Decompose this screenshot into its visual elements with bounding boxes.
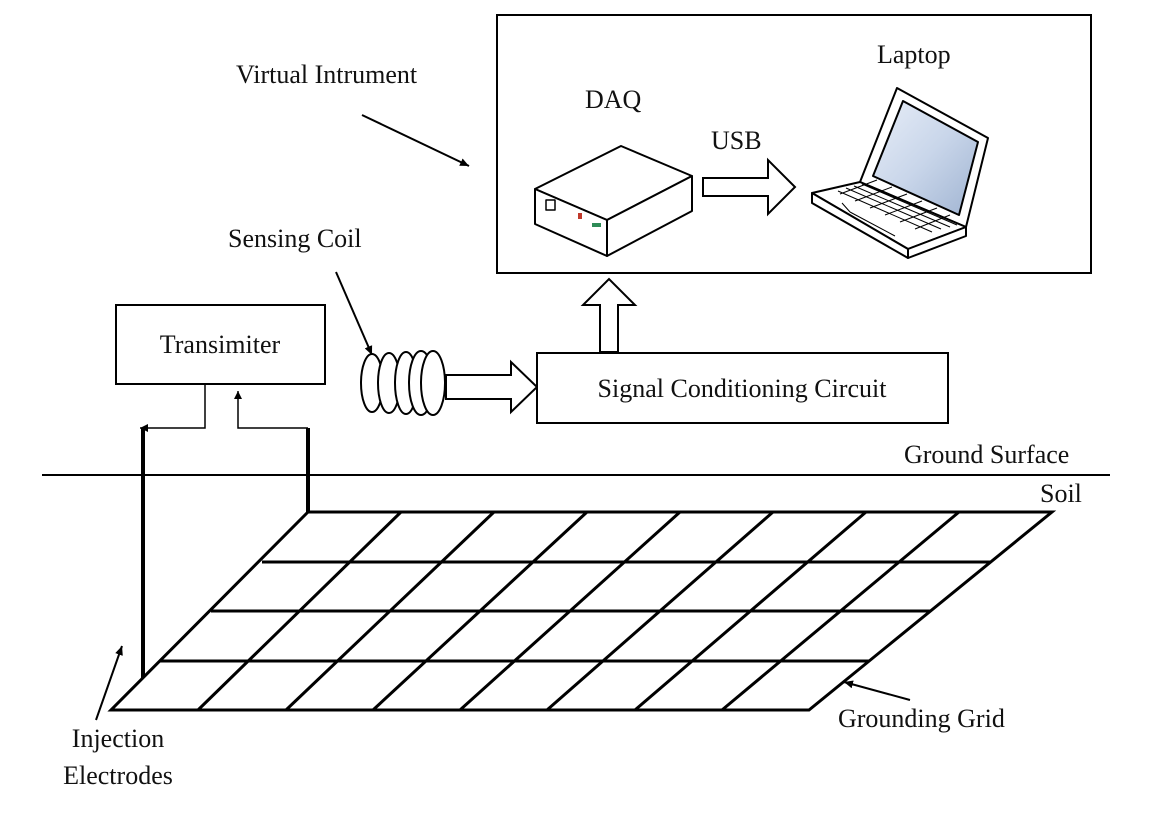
signal-conditioning-label: Signal Conditioning Circuit: [598, 374, 888, 403]
usb-label: USB: [711, 126, 762, 155]
laptop-icon: [811, 87, 989, 259]
grounding-grid-label: Grounding Grid: [838, 704, 1005, 733]
coil-to-conditioning-arrow: [445, 359, 539, 415]
sensing-coil-pointer-arrow: [335, 271, 373, 356]
sensing-coil-icon: [360, 350, 446, 416]
transmitter-wiring: [140, 384, 310, 678]
sensing-coil-label: Sensing Coil: [228, 224, 362, 253]
virtual-instrument-box: [496, 14, 1092, 274]
soil-label: Soil: [1040, 479, 1082, 508]
signal-to-instrument-arrow: [580, 277, 638, 353]
daq-device-icon: [534, 145, 693, 257]
injection-electrodes-pointer-arrow: [95, 645, 123, 721]
injection-label-line2: Electrodes: [63, 761, 173, 790]
transmitter-label: Transimiter: [160, 330, 281, 359]
ground-surface-label: Ground Surface: [904, 440, 1069, 469]
grounding-grid: [107, 510, 1057, 712]
virtual-instrument-pointer-arrow: [361, 114, 470, 167]
transmitter-box: [115, 304, 326, 385]
grounding-grid-pointer-arrow: [843, 680, 911, 701]
daq-label: DAQ: [585, 85, 642, 114]
virtual-instrument-label: Virtual Intrument: [236, 60, 418, 89]
signal-conditioning-box: [536, 352, 949, 424]
injection-label-line1: Injection: [72, 724, 164, 753]
laptop-label: Laptop: [877, 40, 951, 69]
usb-arrow: [702, 157, 797, 217]
